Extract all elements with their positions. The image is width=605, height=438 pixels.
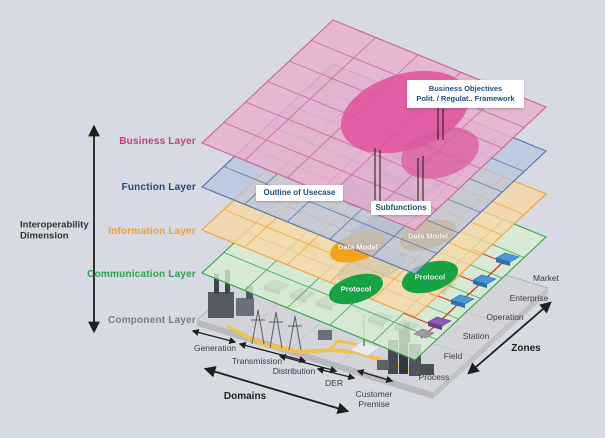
domains-axis-arrow [203,366,350,414]
transmission-towers-artwork [251,309,332,351]
protocol-ellipse-left [328,273,384,305]
connection-pins [374,107,444,207]
zones-axis-arrow [467,301,552,375]
business-objectives-callout: Business Objectives Polit. / Regulat.. F… [407,80,524,108]
subfunctions-callout: Subfunctions [371,201,431,215]
outline-of-usecase-callout: Outline of Usecase [256,185,343,201]
domain-extent-arrows [191,328,394,383]
